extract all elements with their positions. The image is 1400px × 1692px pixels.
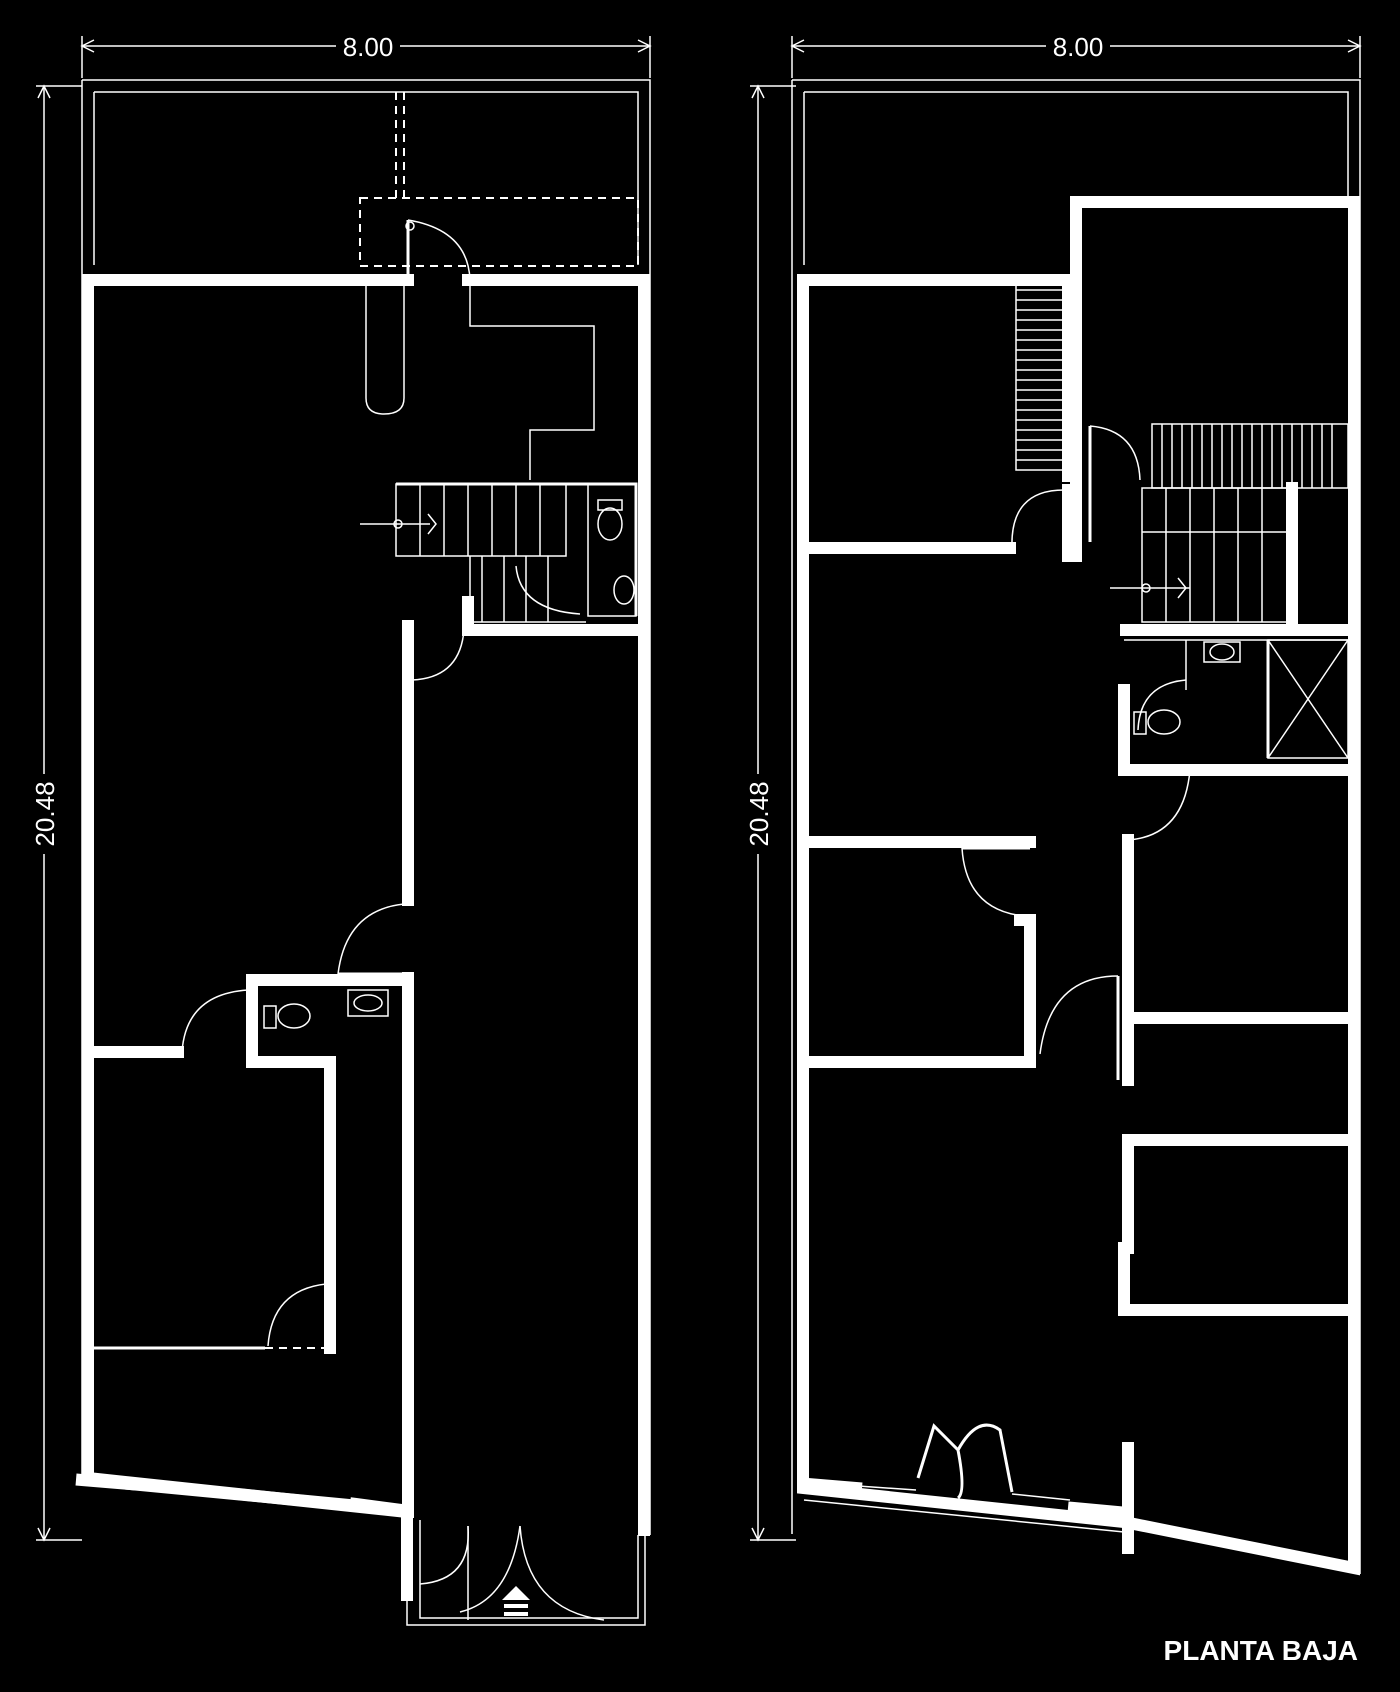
left-entrance-arrow-icon [502, 1586, 530, 1616]
left-exterior-walls [82, 274, 413, 1601]
left-upper-bathroom [587, 483, 637, 617]
left-depth-dimension: 20.48 [28, 84, 82, 1542]
right-floor-plan: 8.00 20.48 [742, 30, 1362, 1576]
right-bathroom [1118, 639, 1360, 841]
right-depth-label: 20.48 [744, 781, 774, 846]
left-floor-plan: 8.00 20.48 [28, 30, 652, 1626]
left-width-label: 8.00 [343, 32, 394, 62]
left-depth-label: 20.48 [30, 781, 60, 846]
right-depth-dimension: 20.48 [742, 84, 796, 1542]
right-width-label: 8.00 [1053, 32, 1104, 62]
left-lower-bathroom [263, 989, 389, 1029]
right-width-dimension: 8.00 [790, 30, 1362, 78]
right-exterior-walls [797, 196, 1360, 1576]
right-staircase [1015, 279, 1349, 628]
left-width-dimension: 8.00 [80, 30, 652, 78]
drawing-title: PLANTA BAJA [1164, 1635, 1358, 1666]
left-staircase [360, 482, 638, 623]
